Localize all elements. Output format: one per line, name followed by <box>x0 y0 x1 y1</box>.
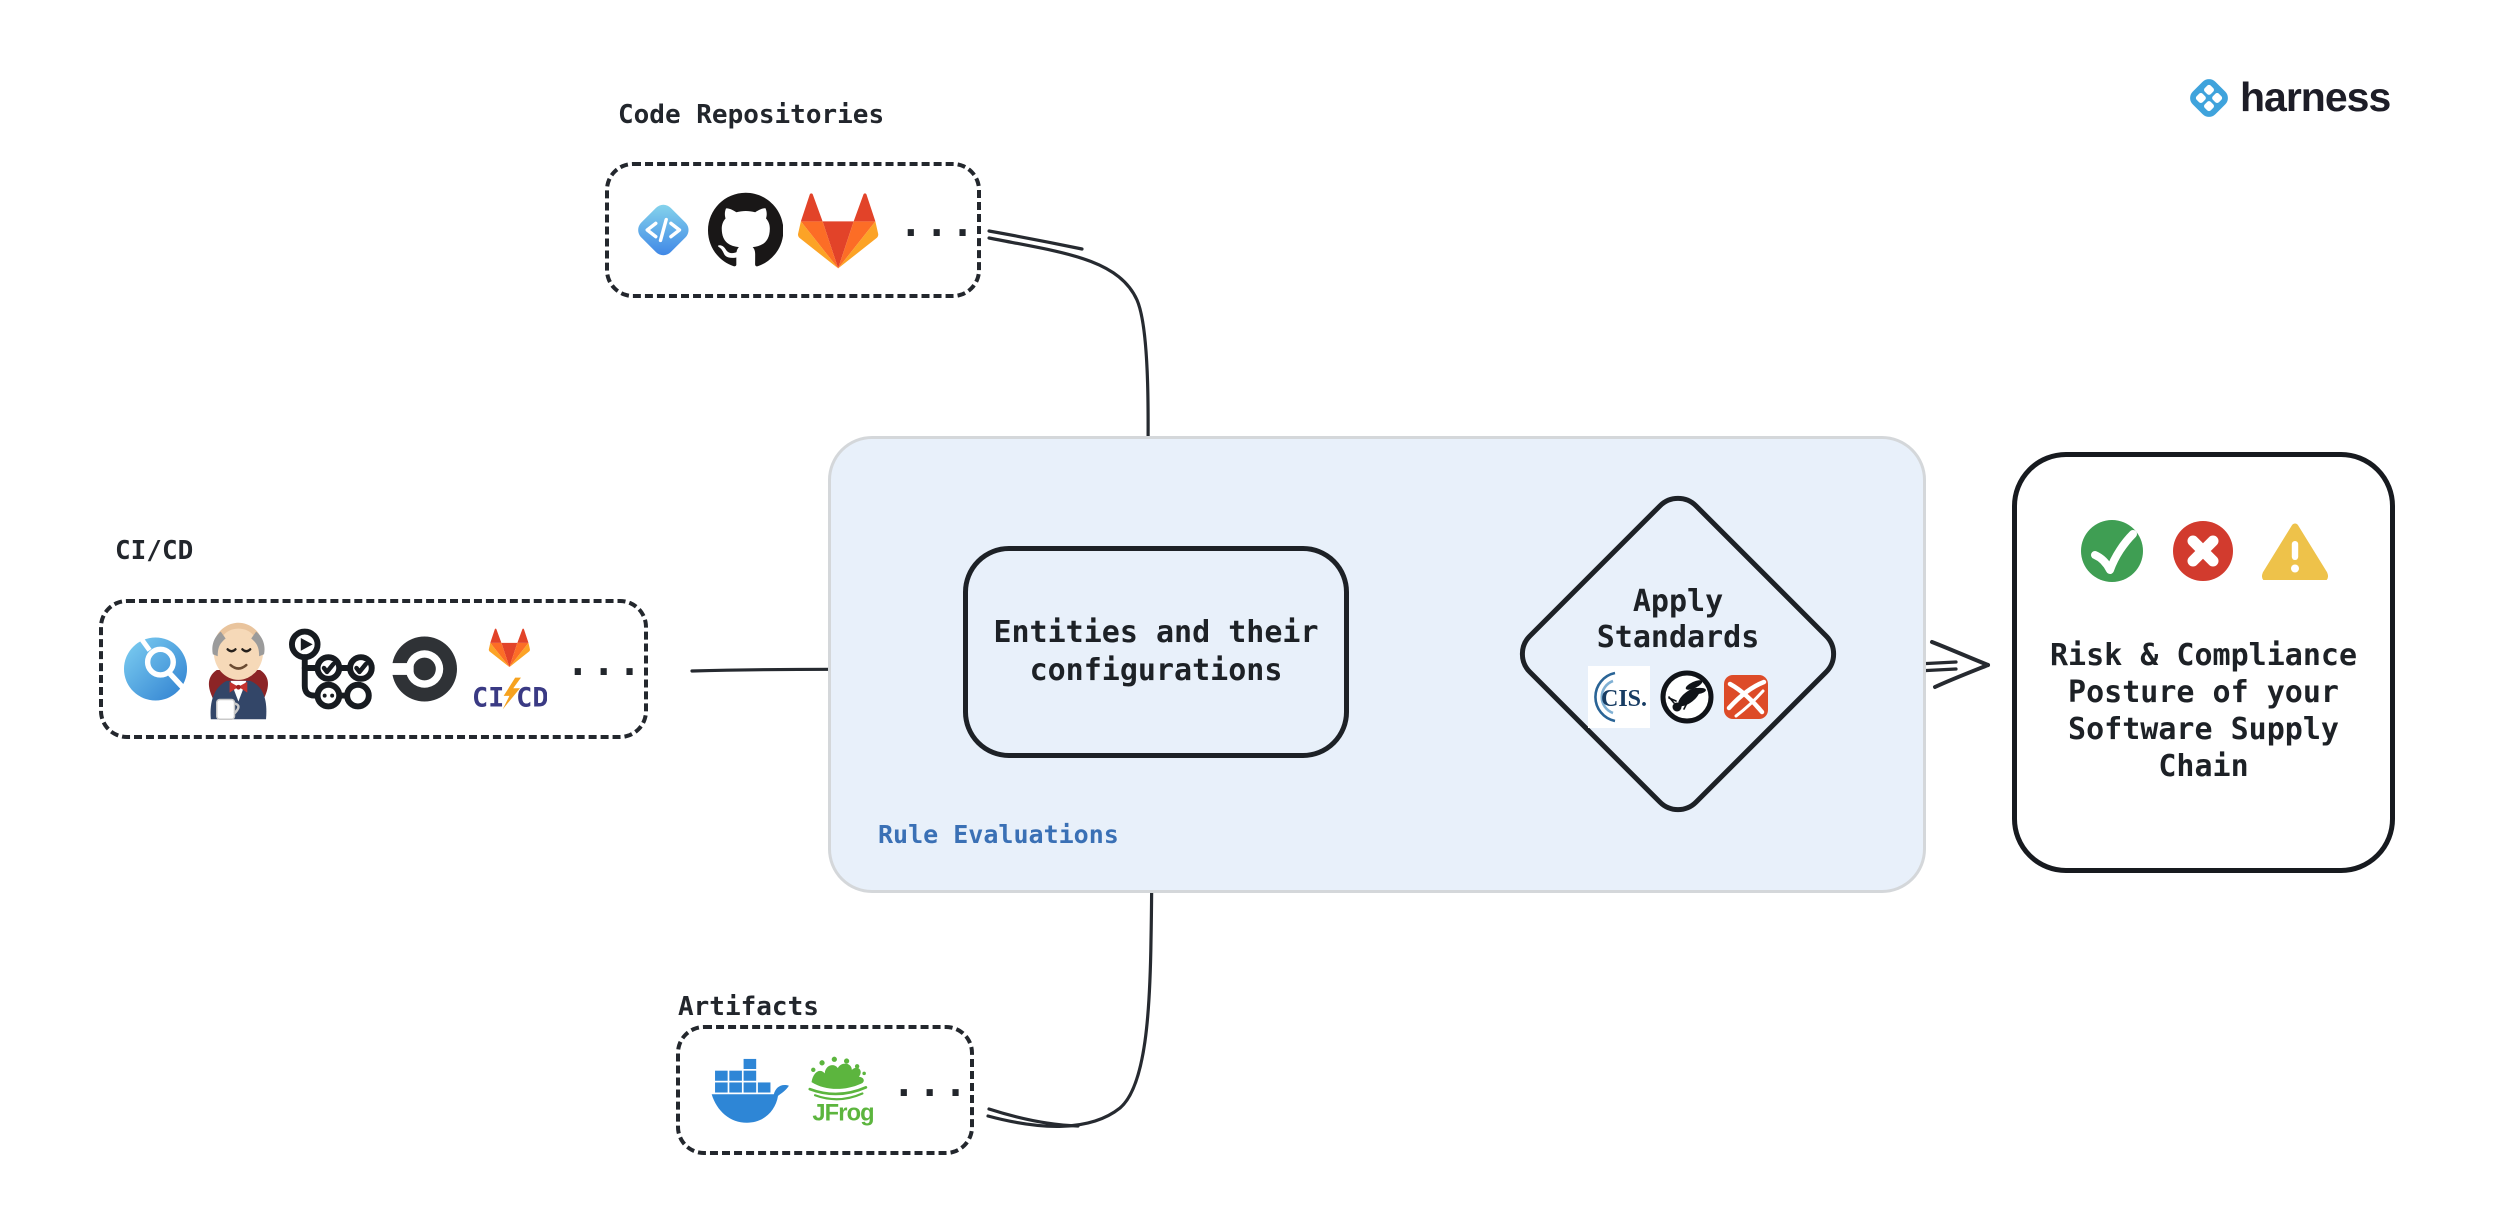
entities-text-line1: Entities and their <box>993 615 1319 650</box>
risk-compliance-text: Risk & Compliance Posture of your Softwa… <box>2050 637 2357 785</box>
cicd-label: CI/CD <box>115 536 194 566</box>
owasp-icon <box>1660 670 1714 724</box>
gitlab-ci-text: CI <box>471 682 503 711</box>
result-line-2: Posture of your <box>2068 675 2339 710</box>
harness-wordmark: harness <box>2240 74 2391 120</box>
entities-text-line2: configurations <box>1029 653 1283 688</box>
standards-badge-icon <box>1724 675 1768 719</box>
warning-triangle-icon <box>2261 523 2328 580</box>
gitlab-icon <box>798 192 879 268</box>
docker-icon <box>711 1058 789 1123</box>
success-check-icon <box>2080 520 2143 582</box>
code-repositories-label: Code Repositories <box>618 100 885 130</box>
result-line-1: Risk & Compliance <box>2049 638 2358 673</box>
result-line-3: Software Supply <box>2068 712 2339 747</box>
gitlab-cicd-icon: CI CD <box>471 628 548 711</box>
more-ellipsis: ... <box>899 201 977 245</box>
rule-evaluations-label: Rule Evaluations <box>878 820 1119 849</box>
harness-code-icon <box>638 204 689 256</box>
standards-text: Standards <box>1596 620 1760 655</box>
code-repositories-box: ... <box>605 162 981 298</box>
result-line-4: Chain <box>2158 749 2249 784</box>
github-icon <box>707 192 784 266</box>
cis-text: CIS. <box>1601 686 1647 712</box>
gitlab-cd-text: CD <box>516 682 548 711</box>
cis-icon: CIS. <box>1588 666 1650 728</box>
more-ellipsis: ... <box>566 640 644 684</box>
circleci-icon <box>390 636 457 702</box>
more-ellipsis: ... <box>892 1061 970 1105</box>
jfrog-wordmark: JFrog <box>812 1101 873 1127</box>
harness-pipeline-orb-icon <box>123 637 188 701</box>
cicd-box: CI CD ... <box>99 599 648 739</box>
artifacts-label: Artifacts <box>678 992 819 1022</box>
apply-standards-content: Apply Standards CIS. <box>1528 584 1828 728</box>
lightning-bolt-icon <box>502 677 521 710</box>
apply-text: Apply <box>1632 584 1724 619</box>
failure-cross-icon <box>2172 521 2233 581</box>
harness-logo-icon <box>2190 78 2228 117</box>
jenkins-icon <box>208 622 268 720</box>
jfrog-icon: JFrog <box>808 1056 875 1127</box>
harness-logo: harness <box>2186 74 2391 121</box>
artifacts-box: JFrog ... <box>676 1025 974 1155</box>
github-actions-icon <box>288 628 375 710</box>
entities-node: Entities and their configurations <box>963 546 1349 758</box>
risk-compliance-node: Risk & Compliance Posture of your Softwa… <box>2012 452 2395 873</box>
